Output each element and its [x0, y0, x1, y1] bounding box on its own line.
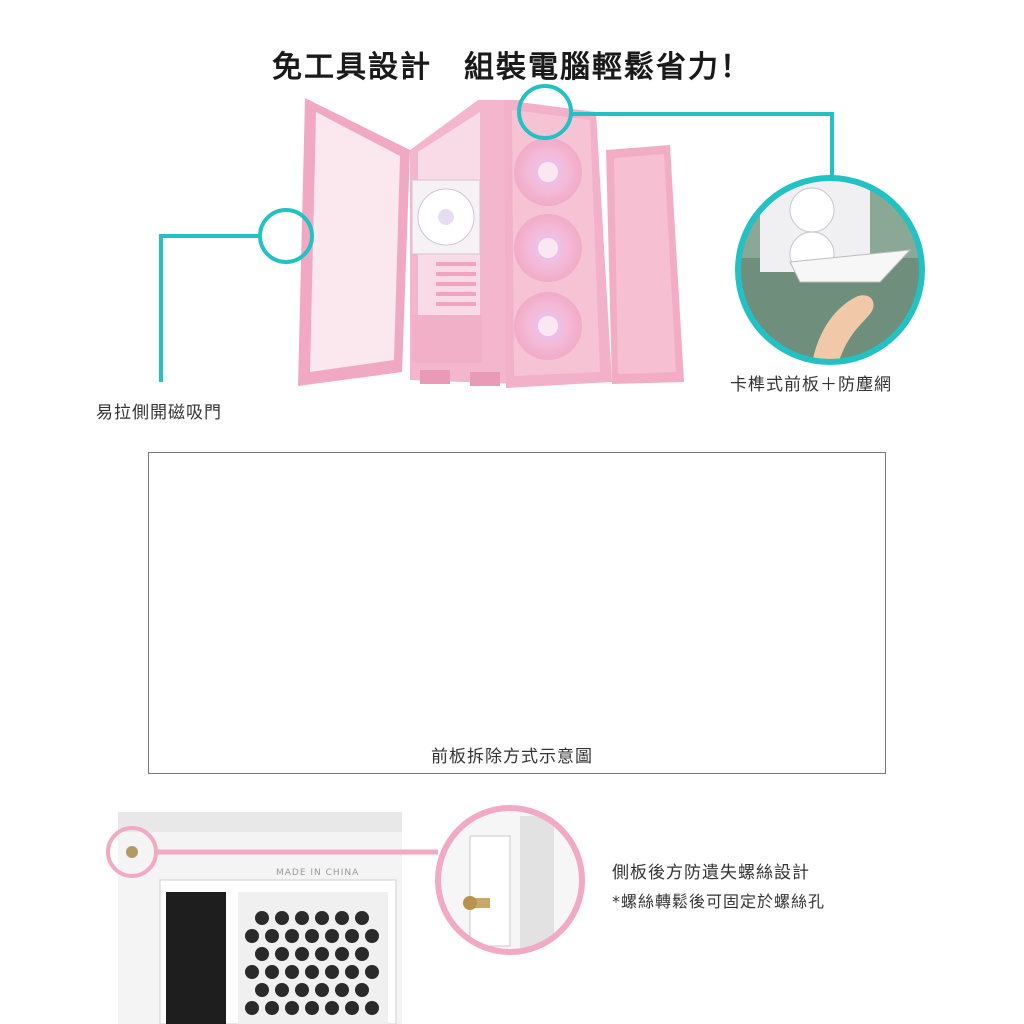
made-in-mark: MADE IN CHINA — [276, 868, 360, 878]
removal-diagram-caption: 前板拆除方式示意圖 — [431, 747, 593, 767]
removal-diagram-frame — [148, 452, 886, 774]
screw-note: *螺絲轉鬆後可固定於螺絲孔 — [612, 892, 826, 911]
magnetic-door-label: 易拉側開磁吸門 — [96, 403, 222, 423]
screw-callout — [106, 805, 585, 955]
screw-title: 側板後方防遺失螺絲設計 — [612, 863, 810, 883]
front-panel-label: 卡榫式前板＋防塵網 — [730, 375, 892, 395]
side-panel-photo — [118, 812, 402, 1024]
door-callout — [159, 208, 314, 382]
pink-case-image — [298, 98, 684, 388]
page-title: 免工具設計 組裝電腦輕鬆省力！ — [272, 50, 752, 85]
